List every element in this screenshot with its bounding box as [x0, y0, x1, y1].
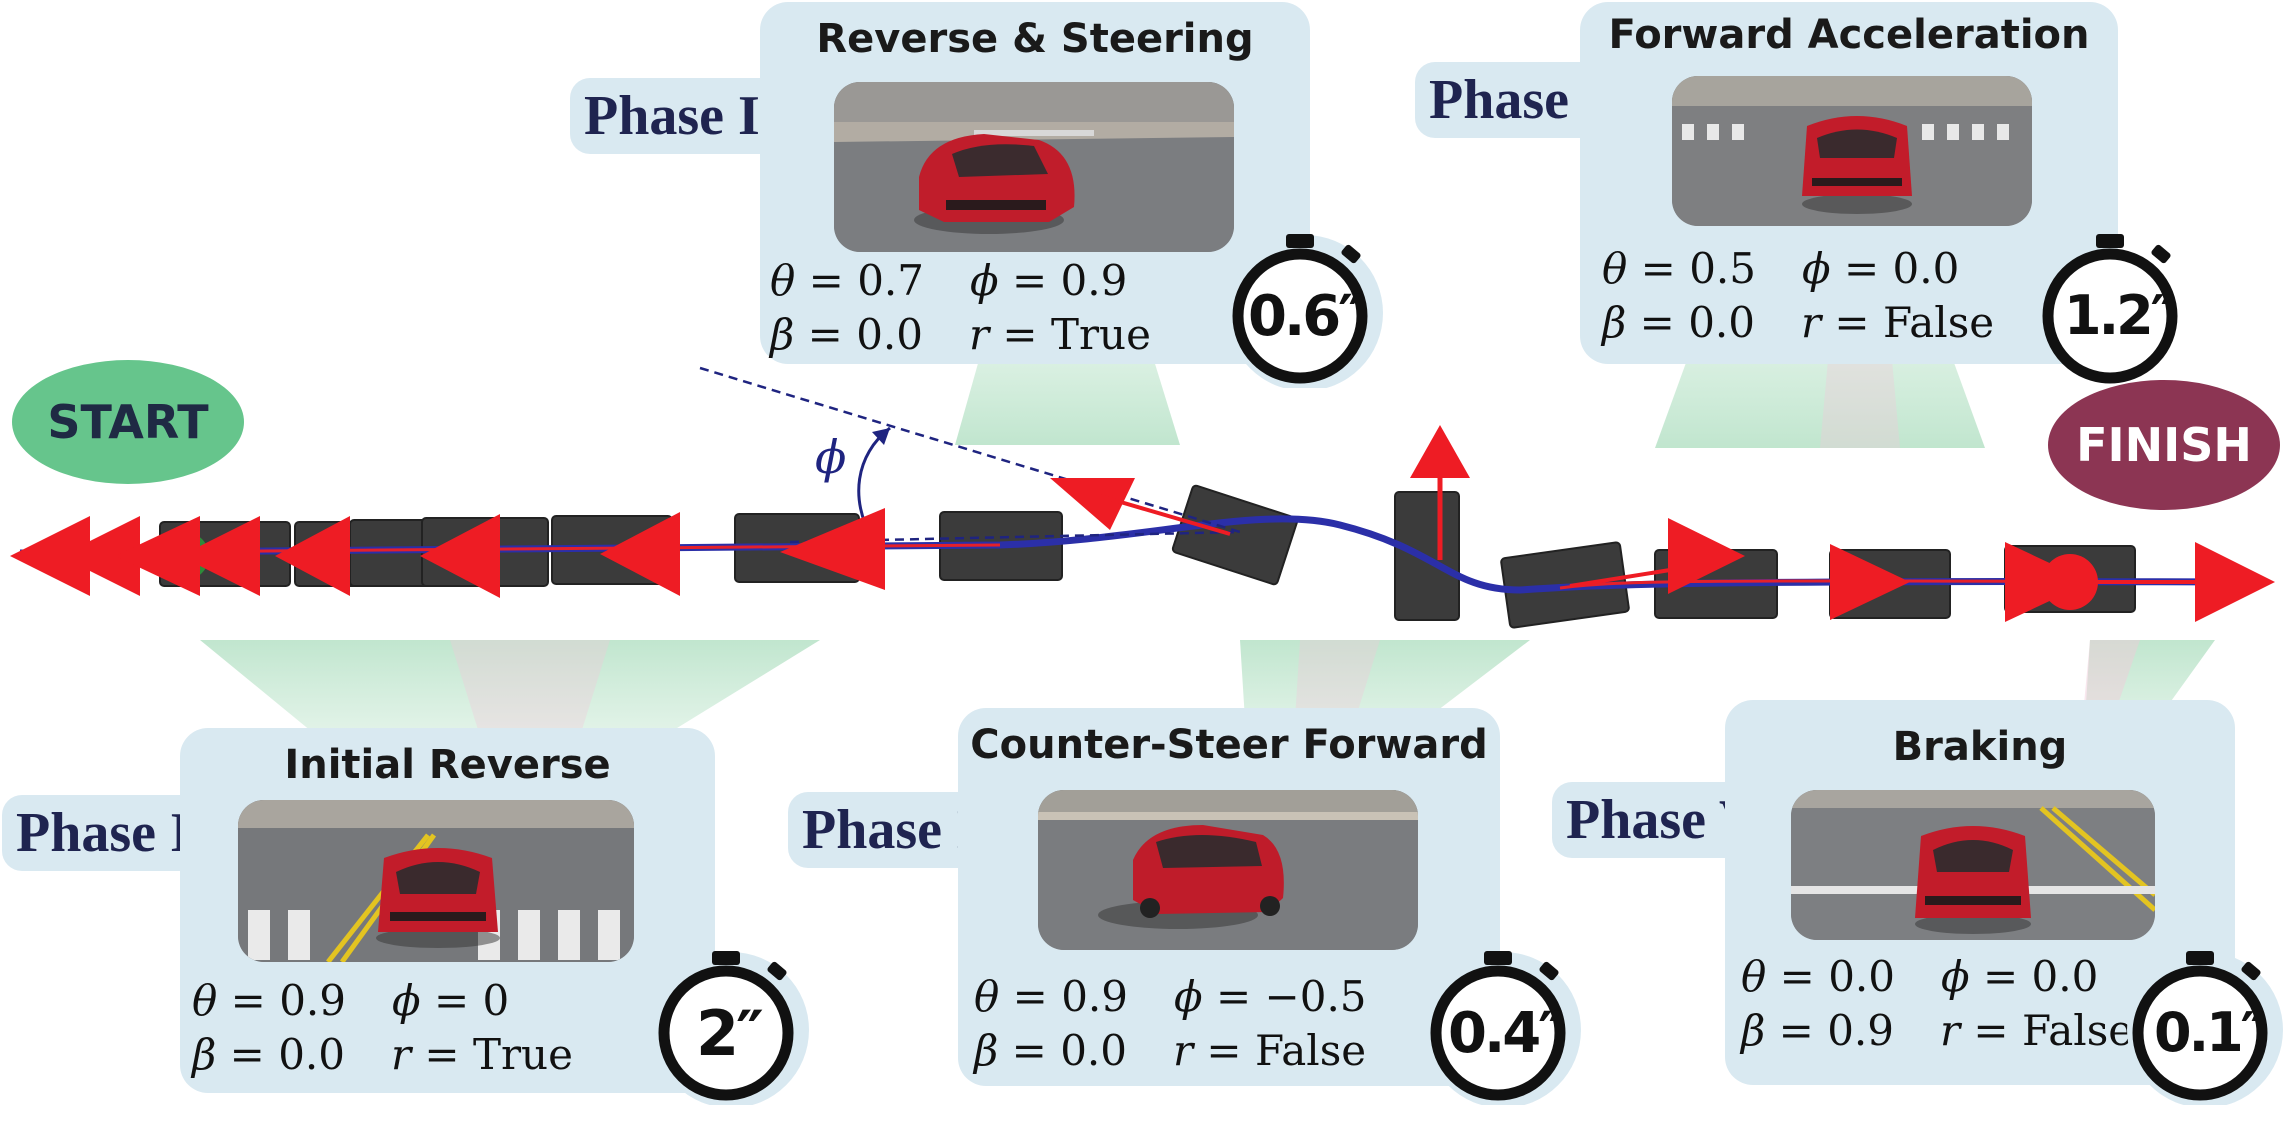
phase-4-reverse: r = False	[1800, 298, 1995, 347]
phase-2-timer: 0.6″	[1220, 218, 1390, 388]
phase-3-phi: ϕ = −0.5	[1174, 972, 1367, 1021]
stopwatch-icon	[2042, 234, 2178, 384]
phase-4-timer: 1.2″	[2030, 218, 2200, 388]
direction-arrow	[180, 516, 260, 596]
phase-5-camera-view	[1791, 790, 2155, 940]
phase-2-reverse: r = True	[968, 310, 1151, 359]
phase-2-duration: 0.6″	[1248, 284, 1363, 349]
steer-arrow-stem	[1099, 494, 1231, 536]
phase-5-duration: 0.1″	[2154, 1001, 2265, 1064]
phase-2-phi: ϕ = 0.9	[970, 256, 1128, 305]
stopwatch-icon	[1227, 234, 1383, 388]
direction-arrow	[420, 514, 500, 598]
direction-arrow-steer	[1050, 478, 1135, 530]
phase-1-panel: Initial Reverse θ = 0.9 ϕ = 0 β = 0.0 r = …	[180, 728, 715, 1093]
car-block	[1171, 484, 1299, 586]
reverse-arrows	[10, 478, 1135, 598]
phase-3-panel: Counter-Steer Forward θ = 0.9 ϕ = −0.5 β …	[958, 708, 1500, 1086]
phase-4-theta: θ = 0.5	[1602, 244, 1756, 293]
phase-1-tag: Phase I	[2, 795, 206, 871]
phase-2-panel: Reverse & Steering θ = 0.7 ϕ = 0.9 β = 0.…	[760, 2, 1310, 364]
direction-arrow	[115, 516, 200, 596]
finish-label: FINISH	[2076, 418, 2252, 472]
phase-5-beta: β = 0.9	[1741, 1006, 1894, 1055]
phase-2-tag: Phase II	[570, 78, 796, 154]
start-marker: START	[12, 360, 244, 484]
phase-1-camera-view	[238, 800, 634, 962]
direction-arrow	[275, 516, 350, 596]
phase-2-parameters: θ = 0.7 ϕ = 0.9 β = 0.0 r = True	[770, 254, 1151, 362]
phase-1-theta: θ = 0.9	[192, 976, 346, 1025]
direction-arrow	[1830, 544, 1910, 620]
phase-1-reverse: r = True	[390, 1030, 573, 1079]
phase-4-camera-view	[1672, 76, 2032, 226]
direction-arrow	[10, 516, 90, 596]
phase-4-parameters: θ = 0.5 ϕ = 0.0 β = 0.0 r = False	[1602, 242, 1994, 350]
phase-5-timer: 0.1″	[2120, 935, 2290, 1105]
phase-4-phi: ϕ = 0.0	[1802, 244, 1960, 293]
phase-5-phi: ϕ = 0.0	[1941, 952, 2099, 1001]
steering-angle-arrowhead-top	[872, 428, 890, 445]
stopwatch-icon	[653, 951, 809, 1105]
direction-arrow	[780, 508, 885, 590]
phase-2-theta: θ = 0.7	[770, 256, 924, 305]
phase-1-title: Initial Reverse	[284, 742, 611, 788]
phase-2-camera-view	[834, 82, 1234, 252]
brake-point-marker	[2042, 554, 2098, 610]
phase-1-beta: β = 0.0	[192, 1030, 345, 1079]
forward-arrow-stem	[1569, 568, 1671, 588]
phase-3-camera-view	[1038, 790, 1418, 950]
phase-2-title: Reverse & Steering	[816, 16, 1254, 62]
phase-3-title: Counter-Steer Forward	[970, 722, 1488, 768]
phase-2-beta: β = 0.0	[770, 310, 923, 359]
phase-1-parameters: θ = 0.9 ϕ = 0 β = 0.0 r = True	[192, 974, 573, 1082]
direction-arrow	[600, 512, 680, 596]
phase-3-theta: θ = 0.9	[974, 972, 1128, 1021]
phase-1-duration: 2″	[696, 997, 764, 1070]
direction-arrow	[1668, 518, 1745, 594]
stopwatch-icon	[1425, 951, 1581, 1105]
steering-angle-label: ϕ	[815, 430, 847, 484]
reference-heading-line	[699, 366, 1241, 534]
phase-4-panel: Forward Acceleration θ = 0.5 ϕ = 0.0 β = …	[1580, 2, 2118, 364]
phase-5-theta: θ = 0.0	[1741, 952, 1895, 1001]
phase-3-duration: 0.4″	[1448, 1001, 1563, 1066]
phase-3-timer: 0.4″	[1418, 935, 1588, 1105]
direction-arrow	[60, 516, 140, 596]
phase-4-title: Forward Acceleration	[1608, 12, 2090, 58]
finish-marker: FINISH	[2048, 380, 2280, 510]
direction-arrow	[2195, 542, 2275, 622]
phase-1-timer: 2″	[646, 935, 816, 1105]
phase-3-reverse: r = False	[1172, 1026, 1367, 1075]
phase-3-parameters: θ = 0.9 ϕ = −0.5 β = 0.0 r = False	[974, 970, 1367, 1078]
phase-1-phi: ϕ = 0	[392, 976, 510, 1025]
phase-5-parameters: θ = 0.0 ϕ = 0.0 β = 0.9 r = False	[1741, 950, 2133, 1058]
phase-5-title: Braking	[1892, 724, 2068, 770]
phase-3-beta: β = 0.0	[974, 1026, 1127, 1075]
start-label: START	[47, 395, 209, 449]
stopwatch-icon	[2127, 951, 2283, 1105]
phase-4-duration: 1.2″	[2064, 284, 2175, 347]
phase-4-beta: β = 0.0	[1602, 298, 1755, 347]
phase-5-reverse: r = False	[1939, 1006, 2134, 1055]
pivot-arrow-head	[1410, 425, 1470, 478]
